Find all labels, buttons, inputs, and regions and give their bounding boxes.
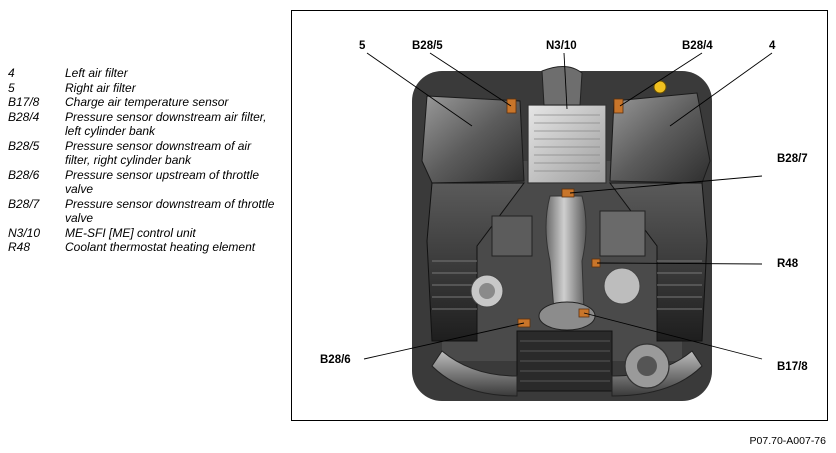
legend-item: B28/4 Pressure sensor downstream air fil… (8, 110, 278, 139)
callout-4: 4 (769, 40, 776, 52)
callout-b17-8: B17/8 (777, 361, 808, 373)
figure-id: P07.70-A007-76 (749, 435, 826, 447)
legend-item: B28/5 Pressure sensor downstream of air … (8, 139, 278, 168)
legend-code: N3/10 (8, 225, 41, 240)
legend-list: 4 Left air filter 5 Right air filter B17… (8, 66, 278, 255)
legend-item: B17/8 Charge air temperature sensor (8, 95, 278, 110)
legend-item: B28/6 Pressure sensor upstream of thrott… (8, 168, 278, 197)
legend-item: R48 Coolant thermostat heating element (8, 240, 278, 255)
legend-description: Coolant thermostat heating element (65, 240, 256, 254)
legend-code: B28/4 (8, 109, 40, 124)
callout-b28-7: B28/7 (777, 153, 808, 165)
callout-n3-10: N3/10 (546, 40, 577, 52)
engine-illustration: 5 B28/5 N3/10 B28/4 4 B28/7 R48 B28/6 B1… (320, 40, 808, 401)
legend-code: B17/8 (8, 95, 40, 109)
legend-description: Pressure sensor downstream of throttle v… (65, 196, 275, 226)
legend-item: 4 Left air filter (8, 66, 278, 81)
legend-description: Right air filter (65, 80, 136, 95)
legend-description: ME-SFI [ME] control unit (65, 225, 196, 240)
legend-code: B28/7 (8, 196, 40, 211)
callout-5: 5 (359, 40, 366, 52)
leader-lines (363, 52, 773, 360)
callout-b28-4: B28/4 (682, 40, 713, 52)
legend-description: Charge air temperature sensor (65, 95, 229, 109)
engine-figure: 5 B28/5 N3/10 B28/4 4 B28/7 R48 B28/6 B1… (291, 10, 828, 421)
legend-item: N3/10 ME-SFI [ME] control unit (8, 226, 278, 241)
legend-code: 4 (8, 66, 15, 80)
callout-r48: R48 (777, 258, 799, 270)
legend-description: Pressure sensor downstream of air filter… (65, 138, 252, 168)
legend-description: Left air filter (65, 66, 128, 80)
legend-code: B28/5 (8, 138, 40, 153)
callout-b28-5: B28/5 (412, 40, 443, 52)
legend-item: 5 Right air filter (8, 81, 278, 96)
callout-labels: 5 B28/5 N3/10 B28/4 4 B28/7 R48 B28/6 B1… (320, 40, 808, 373)
legend-code: B28/6 (8, 167, 40, 182)
legend-code: 5 (8, 80, 15, 95)
legend-item: B28/7 Pressure sensor downstream of thro… (8, 197, 278, 226)
engine-block (412, 66, 712, 401)
legend-code: R48 (8, 240, 31, 254)
legend-description: Pressure sensor upstream of throttle val… (65, 167, 260, 197)
callout-b28-6: B28/6 (320, 354, 351, 366)
legend-description: Pressure sensor downstream air filter, l… (65, 109, 267, 139)
